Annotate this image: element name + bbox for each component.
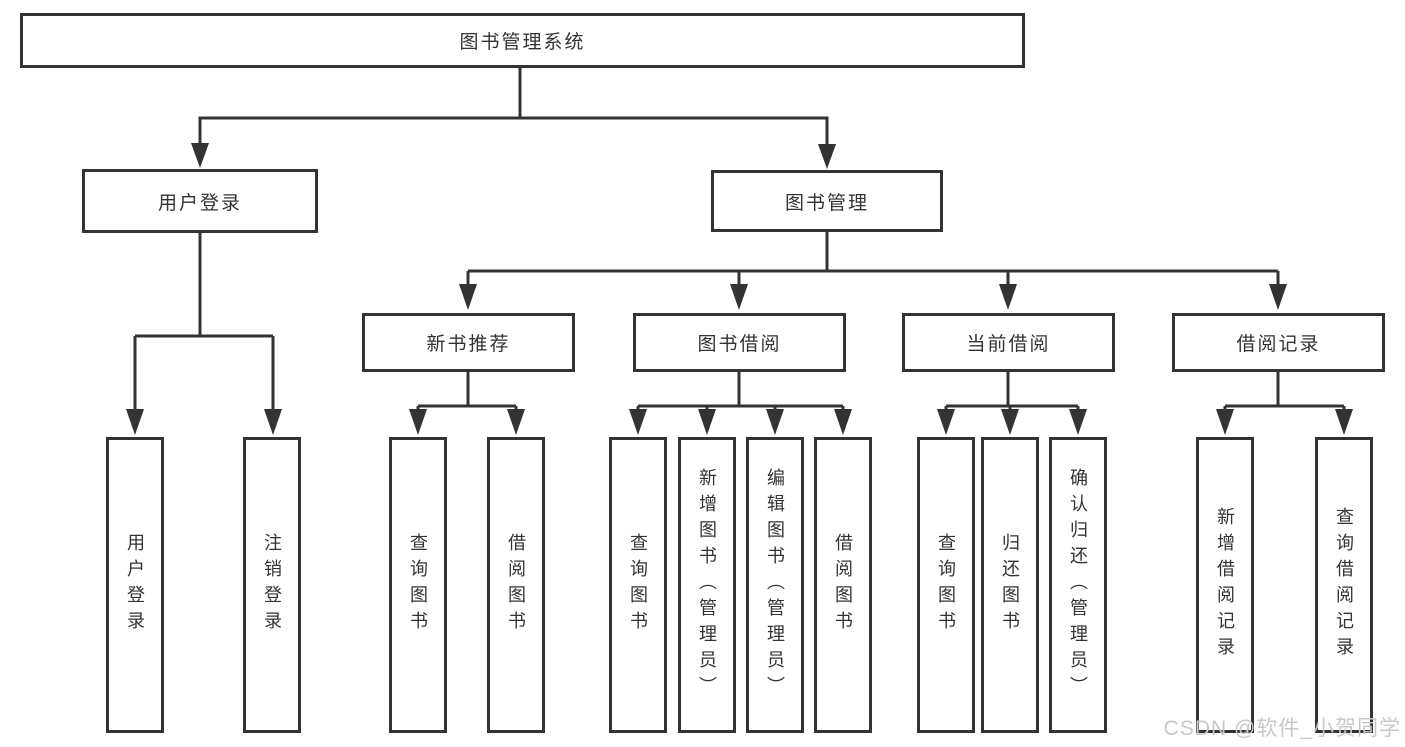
node-leaf-edit-books-admin: 编辑图书（管理员） xyxy=(746,437,804,733)
connector-borrow-to-leaves xyxy=(636,372,845,414)
node-leaf-borrow-books: 借阅图书 xyxy=(487,437,545,733)
connector-newbook-to-leaves xyxy=(416,372,518,414)
connector-records-to-leaves xyxy=(1223,372,1346,414)
arrowhead-icon xyxy=(766,409,784,435)
node-label: 当前借阅 xyxy=(966,334,1051,355)
node-leaf-add-borrowing-record: 新增借阅记录 xyxy=(1196,437,1254,733)
node-leaf-return-books: 归还图书 xyxy=(981,437,1039,733)
arrowhead-icon xyxy=(1216,409,1234,435)
node-label: 归还图书 xyxy=(1000,533,1020,637)
arrowhead-icon xyxy=(818,144,836,169)
arrowhead-icon xyxy=(507,409,525,435)
node-label: 新增图书（管理员） xyxy=(697,468,717,702)
arrowheads xyxy=(126,143,1353,435)
node-label: 新书推荐 xyxy=(426,334,511,355)
connector-root-to-level2 xyxy=(198,68,829,145)
node-label: 图书管理系统 xyxy=(459,32,586,53)
node-leaf-query-borrowing-record: 查询借阅记录 xyxy=(1315,437,1373,733)
arrowhead-icon xyxy=(1335,409,1353,435)
node-label: 图书借阅 xyxy=(697,334,782,355)
node-library-management-system: 图书管理系统 xyxy=(20,13,1025,68)
node-current-borrowing: 当前借阅 xyxy=(902,313,1115,372)
node-label: 借阅图书 xyxy=(506,533,526,637)
node-label: 确认归还（管理员） xyxy=(1068,468,1088,702)
arrowhead-icon xyxy=(459,284,477,310)
arrowhead-icon xyxy=(730,284,748,310)
node-book-management: 图书管理 xyxy=(711,170,943,232)
node-label: 用户登录 xyxy=(125,533,145,637)
arrowhead-icon xyxy=(1269,284,1287,310)
connector-current-to-leaves xyxy=(944,372,1080,414)
node-leaf-user-login: 用户登录 xyxy=(106,437,164,733)
arrowhead-icon xyxy=(629,409,647,435)
arrowhead-icon xyxy=(191,143,209,168)
arrowhead-icon xyxy=(698,409,716,435)
node-label: 查询图书 xyxy=(408,533,428,637)
node-leaf-query-books: 查询图书 xyxy=(389,437,447,733)
arrowhead-icon xyxy=(999,284,1017,310)
node-label: 注销登录 xyxy=(262,533,282,637)
node-label: 借阅图书 xyxy=(833,533,853,637)
node-user-login: 用户登录 xyxy=(82,169,318,233)
node-label: 查询图书 xyxy=(936,533,956,637)
arrowhead-icon xyxy=(1001,409,1019,435)
node-borrowing-records: 借阅记录 xyxy=(1172,313,1385,372)
node-label: 用户登录 xyxy=(157,192,242,214)
arrowhead-icon xyxy=(1069,409,1087,435)
node-leaf-logout: 注销登录 xyxy=(243,437,301,733)
arrowhead-icon xyxy=(126,409,144,435)
arrowhead-icon xyxy=(834,409,852,435)
connector-bookmgmt-to-level3 xyxy=(466,232,1280,288)
arrowhead-icon xyxy=(937,409,955,435)
arrowhead-icon xyxy=(409,409,427,435)
node-label: 编辑图书（管理员） xyxy=(765,468,785,702)
node-label: 借阅记录 xyxy=(1236,334,1321,355)
node-label: 查询图书 xyxy=(628,533,648,637)
node-leaf-borrow-books: 借阅图书 xyxy=(814,437,872,733)
node-leaf-query-books: 查询图书 xyxy=(609,437,667,733)
node-label: 查询借阅记录 xyxy=(1334,507,1354,663)
node-label: 图书管理 xyxy=(784,192,869,214)
arrowhead-icon xyxy=(264,409,282,435)
node-book-borrowing: 图书借阅 xyxy=(633,313,846,372)
node-leaf-add-books-admin: 新增图书（管理员） xyxy=(678,437,736,733)
connector-userlogin-to-leaves xyxy=(133,233,275,412)
node-leaf-confirm-return-admin: 确认归还（管理员） xyxy=(1049,437,1107,733)
node-leaf-query-books: 查询图书 xyxy=(917,437,975,733)
node-label: 新增借阅记录 xyxy=(1215,507,1235,663)
csdn-watermark: CSDN @软件_小贺同学 xyxy=(1163,717,1401,740)
node-new-book-recommendation: 新书推荐 xyxy=(362,313,575,372)
